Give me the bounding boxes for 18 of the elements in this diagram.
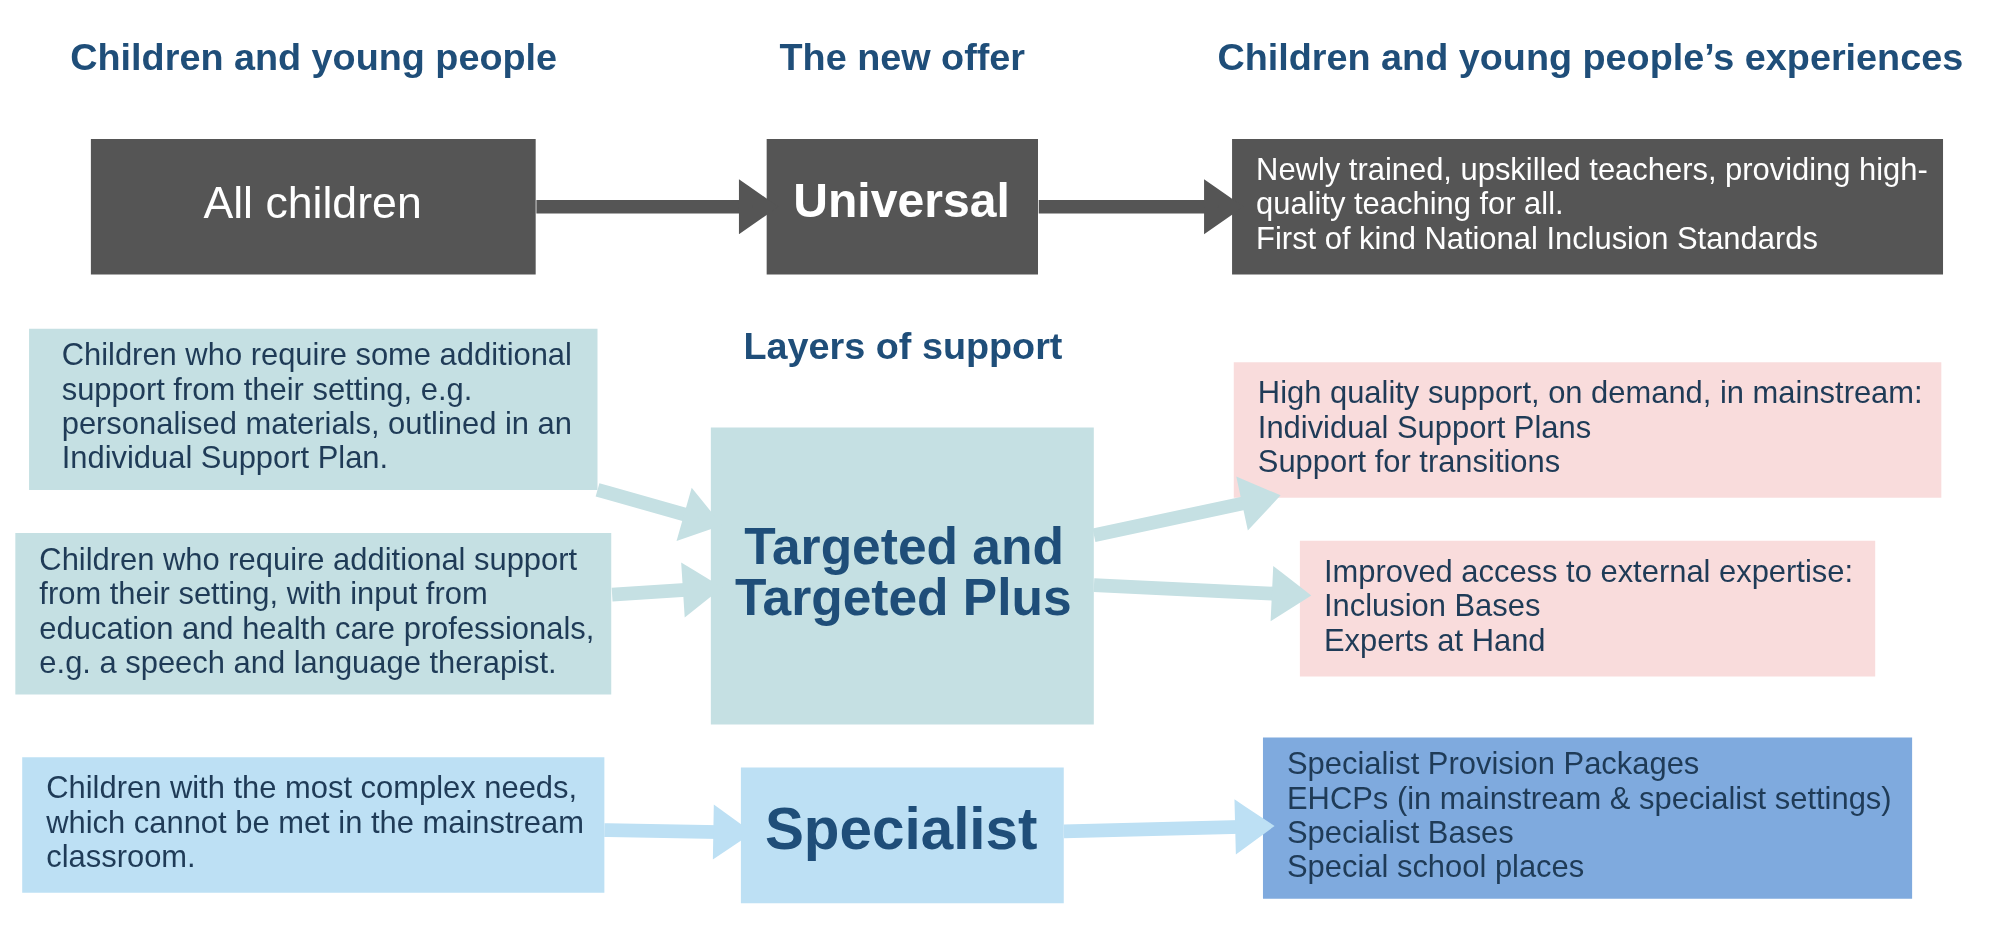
label: Children and young people (70, 35, 558, 78)
label: The new offer (779, 35, 1026, 78)
node-box: All children (90, 138, 536, 275)
arrow (1092, 476, 1281, 542)
node-box: Universal (766, 138, 1038, 275)
label: Layers of support (743, 324, 1063, 367)
node-box: Children who require some additional support from their setting, e.g. personalised materials, outlined in an Individual Support Plan. (29, 328, 598, 490)
node-box: Newly trained, upskilled teachers, providing high-quality teaching for all. First of kind National Inclusion Standards (1232, 138, 1944, 275)
arrow (1093, 565, 1312, 621)
arrow (1063, 798, 1275, 855)
node-box: High quality support, on demand, in mainstream: Individual Support Plans Support for transitions (1233, 361, 1942, 498)
node-box: Children with the most complex needs, which cannot be met in the mainstream classroom. (22, 756, 605, 893)
node-box: Specialist (740, 766, 1064, 903)
node-box: Targeted and Targeted Plus (710, 426, 1094, 725)
node-box: Children who require additional support from their setting, with input from education and health care professionals, e.g. a speech and language therapist. (15, 532, 612, 694)
label: Children and young people’s experiences (1217, 35, 1964, 78)
node-box: Specialist Provision Packages EHCPs (in mainstream & specialist settings) Specialist Bases Special school places (1262, 736, 1913, 899)
node-box: Improved access to external expertise: Inclusion Bases Experts at Hand (1299, 540, 1876, 676)
